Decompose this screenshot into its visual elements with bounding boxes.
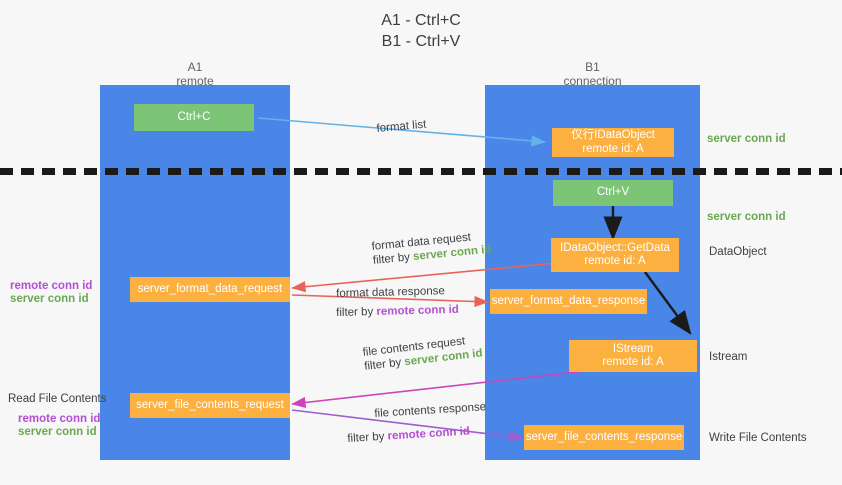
box-server-file-contents-request-label: server_file_contents_request — [136, 398, 284, 411]
arrow-label-file-contents-response-line1: file contents response — [374, 401, 487, 420]
column-header-b1: B1 connection — [485, 60, 700, 88]
arrow-label-file-contents-request: file contents request filter by server c… — [362, 333, 483, 374]
left-label-remote-conn-id-2: remote conn id — [18, 413, 101, 425]
right-label-istream: Istream — [709, 351, 748, 363]
right-label-write-file-contents: Write File Contents — [709, 432, 807, 444]
right-label-dataobject: DataObject — [709, 246, 767, 258]
box-server-file-contents-request[interactable]: server_file_contents_request — [130, 393, 290, 418]
right-label-server-conn-id-1: server conn id — [707, 133, 786, 145]
column-a1-sub: remote — [176, 74, 214, 88]
arrow-label-format-data-response-line1: format data response — [336, 285, 445, 300]
box-idataobject-getdata[interactable]: IDataObject::GetData remote id: A — [551, 238, 679, 272]
box-server-file-contents-response[interactable]: server_file_contents_response — [524, 425, 684, 450]
box-ctrl-c-label: Ctrl+C — [177, 110, 211, 123]
box-ctrl-c[interactable]: Ctrl+C — [134, 104, 254, 131]
left-label-remote-conn-id-1: remote conn id — [10, 280, 93, 292]
left-label-server-conn-id-2: server conn id — [18, 426, 97, 438]
column-a1-name: A1 — [187, 60, 203, 74]
box-idataobject-getdata-line2: remote id: A — [584, 255, 646, 267]
column-header-a1: A1 remote — [100, 60, 290, 88]
right-label-server-conn-id-2: server conn id — [707, 211, 786, 223]
title-line-1: A1 - Ctrl+C — [381, 12, 461, 29]
box-server-format-data-response-label: server_format_data_response — [491, 294, 646, 307]
box-server-file-contents-response-label: server_file_contents_response — [525, 430, 683, 443]
box-istream-line1: IStream — [612, 342, 654, 355]
filter-value-remote-conn-id: remote conn id — [387, 425, 471, 443]
filter-prefix: filter by — [372, 251, 414, 267]
box-idataobject-getdata-line1: IDataObject::GetData — [560, 241, 670, 254]
filter-value-remote-conn-id: remote conn id — [376, 303, 460, 318]
box-istream-line2: remote id: A — [602, 356, 664, 368]
diagram-title: A1 - Ctrl+C B1 - Ctrl+V — [0, 10, 842, 52]
filter-prefix: filter by — [363, 356, 406, 373]
arrow-label-format-data-response: format data response — [336, 284, 445, 301]
filter-prefix: filter by — [336, 305, 377, 319]
box-server-format-data-request-label: server_format_data_request — [137, 282, 283, 295]
phase-divider — [0, 168, 842, 175]
box-idataobject-top[interactable]: 仅行IDataObject remote id: A — [552, 128, 674, 157]
arrow-label-format-data-request: format data request filter by server con… — [371, 229, 492, 268]
box-istream[interactable]: IStream remote id: A — [569, 340, 697, 372]
title-line-2: B1 - Ctrl+V — [381, 33, 461, 50]
arrow-label-format-data-response-line2: filter by remote conn id — [336, 303, 459, 320]
box-server-format-data-request[interactable]: server_format_data_request — [130, 277, 290, 302]
column-b1-sub: connection — [563, 74, 622, 88]
left-label-server-conn-id-1: server conn id — [10, 293, 89, 305]
box-server-format-data-response[interactable]: server_format_data_response — [490, 289, 647, 314]
column-b1-name: B1 — [585, 60, 600, 74]
box-idataobject-top-line1: 仅行IDataObject — [571, 129, 655, 141]
box-ctrl-v-label: Ctrl+V — [596, 186, 630, 199]
arrow-label-format-list: format list — [376, 118, 427, 135]
box-ctrl-v[interactable]: Ctrl+V — [553, 180, 673, 206]
arrow-label-file-contents-response-line2: filter by remote conn id — [347, 425, 470, 446]
left-label-read-file-contents: Read File Contents — [8, 393, 107, 405]
filter-prefix: filter by — [347, 430, 388, 445]
box-idataobject-top-line2: remote id: A — [582, 142, 644, 155]
